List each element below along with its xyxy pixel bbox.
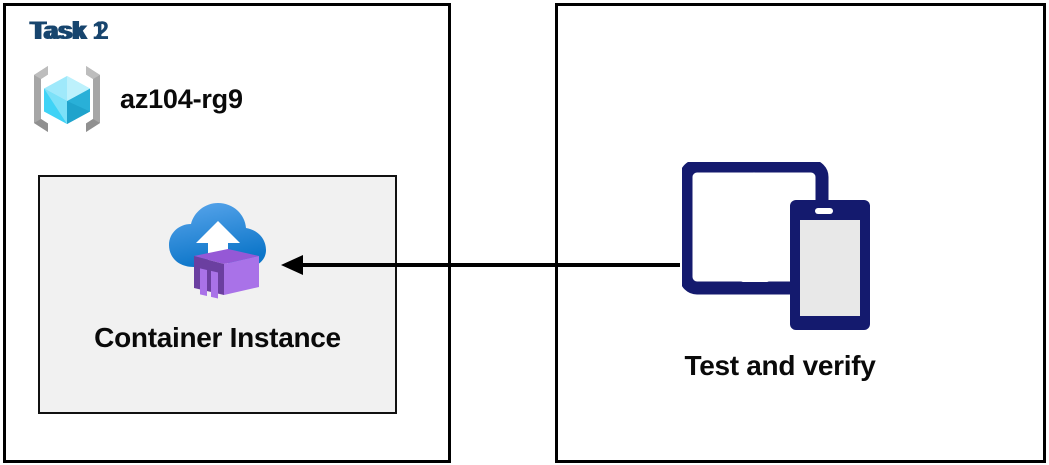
resource-group-icon	[28, 62, 106, 136]
resource-group-row: az104-rg9	[28, 62, 243, 136]
resource-group-label: az104-rg9	[120, 83, 243, 114]
devices-label: Test and verify	[684, 350, 876, 381]
container-instance-panel: Container Instance	[38, 175, 397, 414]
container-instance-label: Container Instance	[94, 322, 341, 353]
task-1-title: Task 1	[29, 17, 107, 45]
task-2-title: Task 2	[32, 17, 110, 45]
